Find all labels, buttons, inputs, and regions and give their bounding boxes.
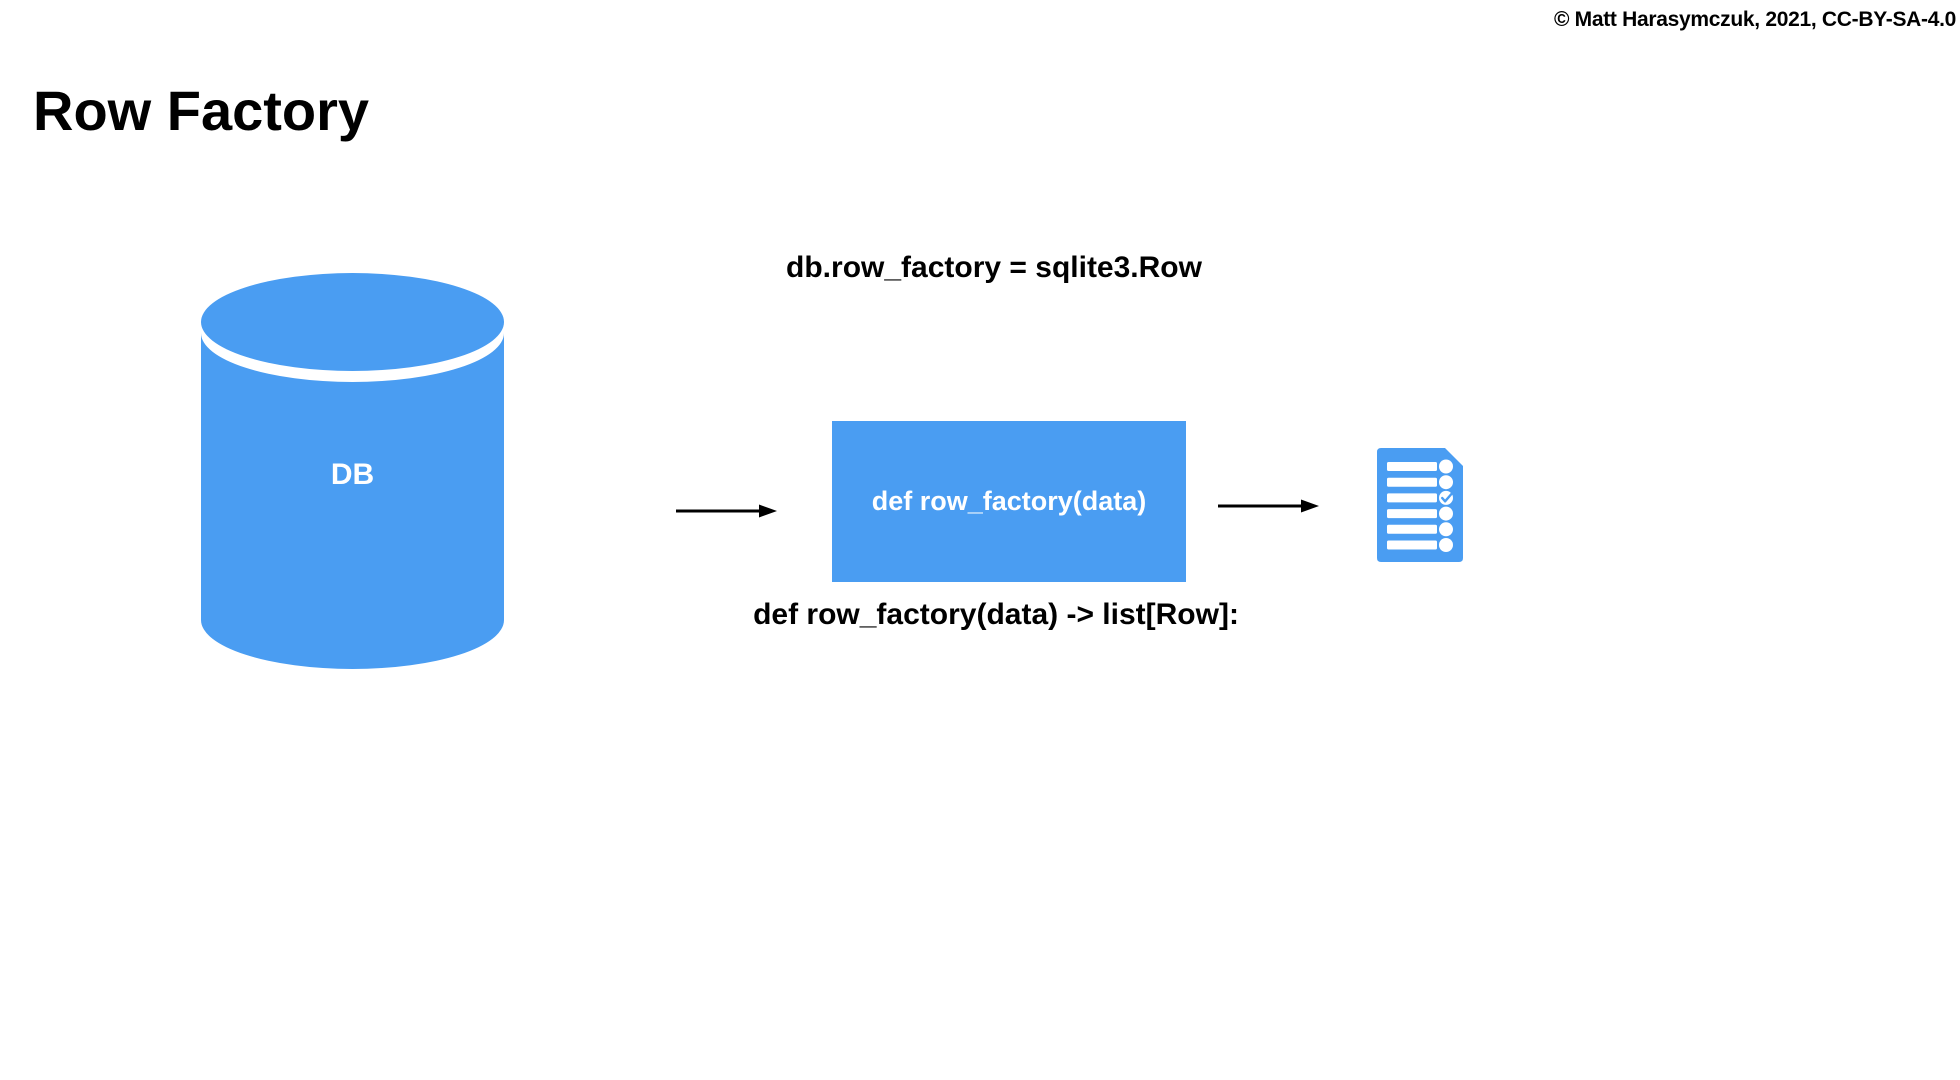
- document-checklist-icon: [1377, 448, 1463, 562]
- row-factory-function-label: def row_factory(data): [871, 486, 1147, 516]
- database-cylinder-icon: DB: [201, 273, 504, 669]
- cylinder-body: [201, 333, 504, 669]
- database-cylinder-svg: DB: [201, 273, 504, 669]
- code-annotation-row-factory-assignment: db.row_factory = sqlite3.Row: [786, 251, 1202, 284]
- row-factory-function-box: def row_factory(data): [832, 421, 1186, 582]
- code-annotation-function-signature: def row_factory(data) -> list[Row]:: [753, 598, 1239, 631]
- database-label: DB: [331, 458, 374, 491]
- page-title: Row Factory: [33, 78, 370, 142]
- cylinder-lid: [201, 273, 504, 371]
- copyright-notice: © Matt Harasymczuk, 2021, CC-BY-SA-4.0: [1553, 8, 1956, 31]
- arrow-db-to-function-icon: [676, 501, 777, 521]
- arrow-function-to-result-icon: [1218, 496, 1319, 516]
